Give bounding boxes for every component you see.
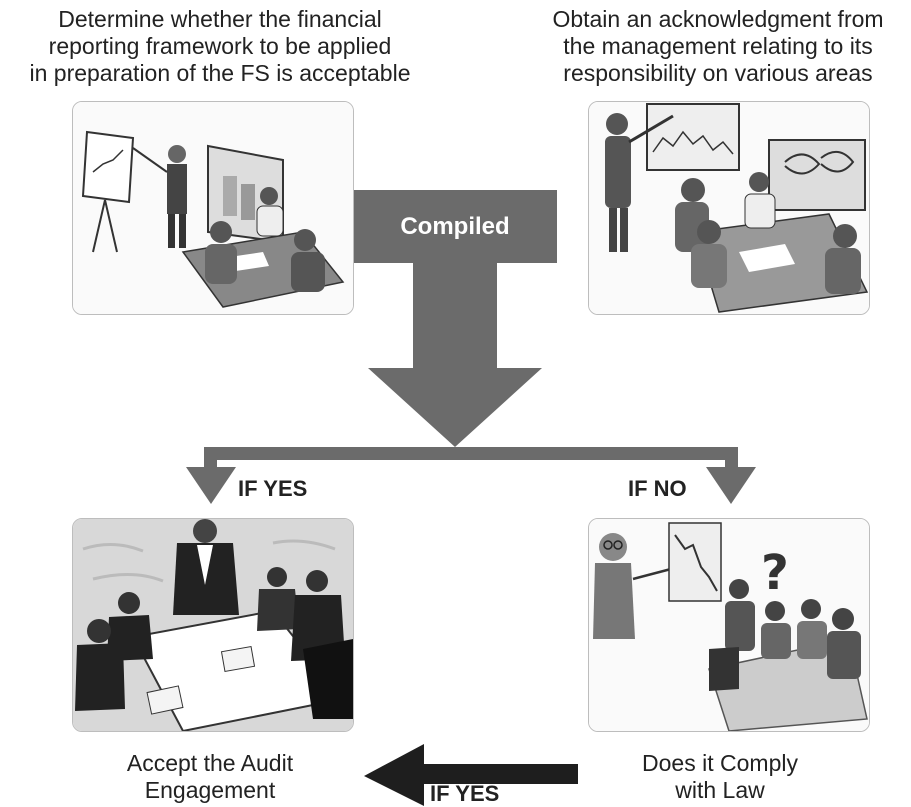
compiled-label: Compiled <box>400 213 509 240</box>
left-drop-stem <box>204 447 217 467</box>
svg-text:?: ? <box>761 545 789 601</box>
caption-line: Accept the Audit <box>126 750 294 776</box>
caption-top-left: Determine whether the financial reportin… <box>10 6 430 87</box>
bottom-left-arrow <box>364 744 578 806</box>
right-down-arrow <box>706 467 756 504</box>
caption-line: in preparation of the FS is acceptable <box>29 60 411 86</box>
compiled-box <box>354 190 557 263</box>
right-drop-stem <box>725 447 738 467</box>
caption-line: Obtain an acknowledgment from <box>552 6 884 32</box>
big-down-arrow <box>368 262 542 447</box>
caption-line: Does it Comply <box>642 750 798 776</box>
management-meeting-illustration <box>588 101 870 315</box>
presentation-meeting-art <box>73 102 353 314</box>
confused-meeting-illustration: ? <box>588 518 870 732</box>
caption-line: with Law <box>675 777 765 803</box>
if-yes-left-label: IF YES <box>238 476 308 501</box>
caption-line: the management relating to its <box>563 33 873 59</box>
caption-line: Determine whether the financial <box>58 6 382 32</box>
if-yes-bottom-label: IF YES <box>430 781 500 806</box>
boardroom-meeting-illustration <box>72 518 354 732</box>
boardroom-meeting-art <box>73 519 353 731</box>
split-bar <box>204 447 738 460</box>
caption-line: Engagement <box>144 777 276 803</box>
caption-line: reporting framework to be applied <box>48 33 392 59</box>
management-meeting-art <box>589 102 869 314</box>
presentation-meeting-illustration <box>72 101 354 315</box>
caption-top-right: Obtain an acknowledgment from the manage… <box>528 6 908 87</box>
caption-bottom-left: Accept the Audit Engagement <box>110 750 310 804</box>
caption-line: responsibility on various areas <box>563 60 873 86</box>
if-no-right-label: IF NO <box>628 476 687 501</box>
confused-meeting-art: ? <box>589 519 869 731</box>
left-down-arrow <box>186 467 236 504</box>
caption-bottom-right: Does it Comply with Law <box>620 750 820 804</box>
